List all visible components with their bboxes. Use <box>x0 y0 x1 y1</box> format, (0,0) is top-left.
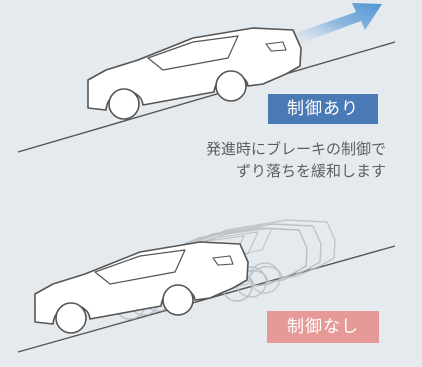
forward-arrow-icon <box>282 3 382 48</box>
slope-line-top <box>17 41 396 153</box>
caption-with-control: 発進時にブレーキの制御で ずり落ちを緩和します <box>206 138 386 182</box>
caption-line-2: ずり落ちを緩和します <box>235 162 386 180</box>
badge-with-control: 制御あり <box>268 94 378 124</box>
caption-line-1: 発進時にブレーキの制御で <box>205 140 386 158</box>
car-without-control <box>34 241 249 334</box>
badge-without-control: 制御なし <box>267 311 379 343</box>
